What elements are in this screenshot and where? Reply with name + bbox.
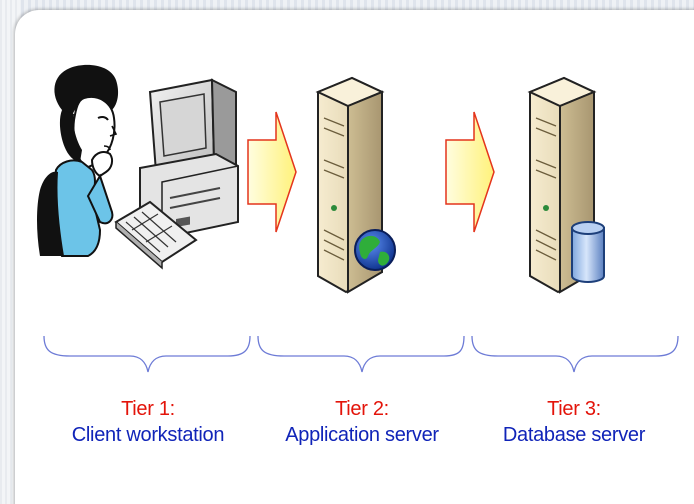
- arrow-right-icon: [445, 111, 495, 233]
- globe-icon: [354, 229, 396, 271]
- database-cylinder-icon: [571, 221, 605, 283]
- brace-tier-1: [43, 335, 251, 373]
- arrow-right-icon: [247, 111, 297, 233]
- tier-2-number: Tier 2:: [335, 398, 389, 420]
- tier-1-name: Client workstation: [71, 424, 225, 446]
- brace-tier-3: [471, 335, 679, 373]
- keyboard-icon: [114, 200, 198, 270]
- person-icon: [37, 64, 119, 257]
- tier-1-label: Tier 1: Client workstation: [38, 396, 258, 448]
- computer-icon: [139, 78, 239, 240]
- tier-3-number: Tier 3:: [547, 398, 601, 420]
- tier-3-label: Tier 3: Database server: [464, 396, 684, 448]
- tier-1-number: Tier 1:: [121, 398, 175, 420]
- tier-3-name: Database server: [502, 424, 646, 446]
- brace-tier-2: [257, 335, 465, 373]
- tier-2-name: Application server: [285, 424, 439, 446]
- tier-2-label: Tier 2: Application server: [252, 396, 472, 448]
